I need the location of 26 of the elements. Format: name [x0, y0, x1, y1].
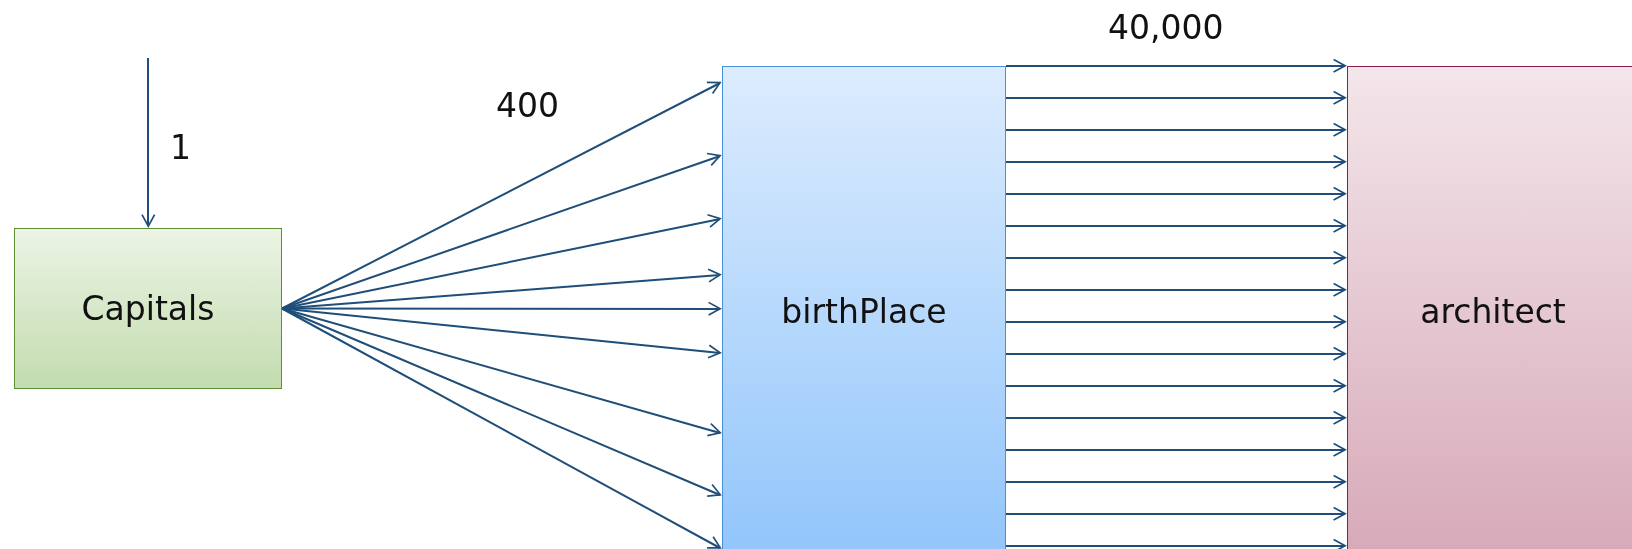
arrow	[1005, 58, 1346, 73]
process-box	[722, 66, 1006, 549]
arrow	[1005, 282, 1346, 297]
arrow	[281, 81, 721, 310]
arrow	[1005, 122, 1346, 137]
process-box	[1347, 66, 1632, 549]
arrow	[1005, 218, 1346, 233]
arrow	[1005, 346, 1346, 361]
arrow	[281, 307, 721, 549]
node-label: Capitals	[81, 289, 215, 328]
arrow	[1005, 506, 1346, 521]
process-box	[14, 228, 282, 389]
node-label: birthPlace	[781, 292, 947, 331]
arrow	[1005, 154, 1346, 169]
arrow	[1005, 442, 1346, 457]
arrow	[1005, 250, 1346, 265]
node-label: architect	[1420, 292, 1566, 331]
arrow	[1005, 474, 1346, 489]
arrow	[1005, 90, 1346, 105]
arrow	[1005, 186, 1346, 201]
arrow	[1005, 378, 1346, 393]
arrow	[281, 307, 721, 497]
arrow	[1005, 314, 1346, 329]
arrow	[1005, 410, 1346, 425]
arrow	[1005, 538, 1346, 549]
arrow	[141, 57, 156, 227]
